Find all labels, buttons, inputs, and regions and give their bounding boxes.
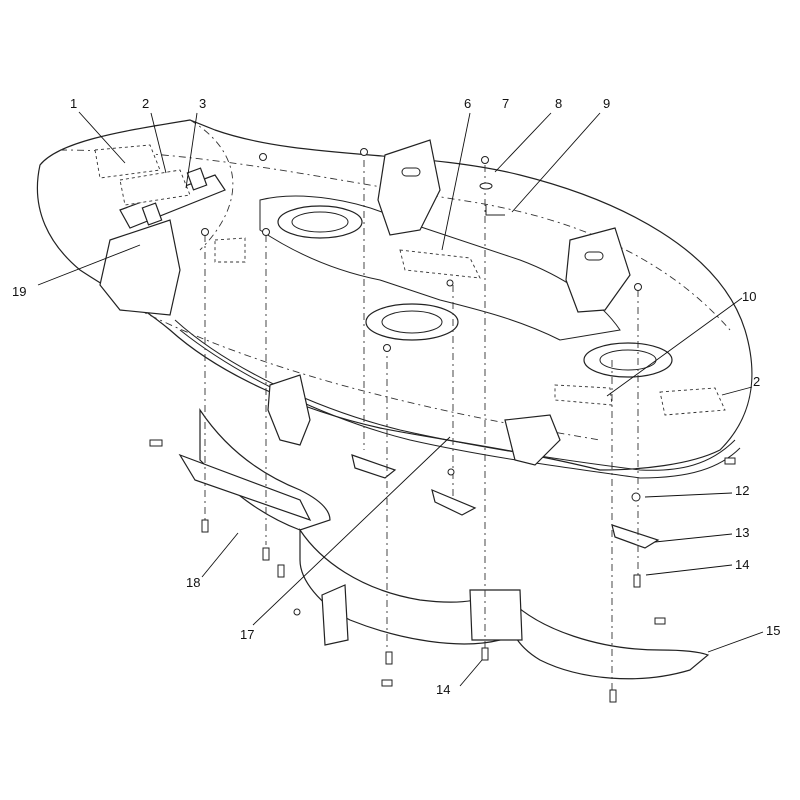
callout-10: 10 xyxy=(742,289,757,304)
baffle-18-flap xyxy=(178,453,312,522)
spindle-opening-left xyxy=(277,205,363,239)
callout-3: 3 xyxy=(199,96,207,111)
callout-8: 8 xyxy=(555,96,563,111)
callout-6: 6 xyxy=(464,96,472,111)
decal-6 xyxy=(399,249,481,279)
discharge-chute-bracket xyxy=(99,219,181,316)
baffle-bracket-front xyxy=(469,589,523,641)
deck-centerline-a xyxy=(59,149,731,331)
callout-7: 7 xyxy=(502,96,510,111)
callout-2-top: 2 xyxy=(142,96,150,111)
blade-center xyxy=(431,488,477,516)
spindle-opening-right xyxy=(583,342,673,378)
spindle-opening-center-inner xyxy=(381,310,443,334)
deck-center-plate xyxy=(259,195,621,341)
callout-13: 13 xyxy=(735,525,750,540)
callout-2-right: 2 xyxy=(753,374,761,389)
hinge-block-a xyxy=(141,202,163,226)
blade-right xyxy=(611,524,660,549)
leader-lines xyxy=(37,111,764,687)
decal-2-left xyxy=(119,169,191,206)
blade-left xyxy=(351,454,397,479)
hinge-block-b xyxy=(186,167,208,191)
deck-shell xyxy=(36,119,753,471)
deck-centerline-c xyxy=(189,119,234,251)
baffle-mount-b xyxy=(504,414,561,466)
callout-15: 15 xyxy=(766,623,781,638)
lift-bracket-left xyxy=(377,139,441,236)
baffle-mount-a xyxy=(267,374,311,446)
lift-bracket-right-slot xyxy=(584,251,604,261)
baffle-15 xyxy=(508,598,710,680)
lift-bracket-right xyxy=(565,227,631,313)
baffle-bracket-left xyxy=(321,584,349,646)
callout-9: 9 xyxy=(603,96,611,111)
decal-2-right xyxy=(659,387,726,416)
callout-14-right: 14 xyxy=(735,557,750,572)
spindle-opening-left-inner xyxy=(291,211,349,233)
callout-1: 1 xyxy=(70,96,78,111)
callout-14-bottom: 14 xyxy=(436,682,451,697)
fasteners xyxy=(149,148,736,703)
decal-small xyxy=(214,237,246,263)
decal-1 xyxy=(94,144,161,179)
spindle-opening-center xyxy=(365,303,459,341)
lift-bracket-left-slot xyxy=(401,167,421,177)
deck-skirt-lip xyxy=(174,319,736,471)
assembly-lines xyxy=(204,160,639,690)
callout-12: 12 xyxy=(735,483,750,498)
callout-19: 19 xyxy=(12,284,27,299)
callout-17: 17 xyxy=(240,627,255,642)
callout-18: 18 xyxy=(186,575,201,590)
